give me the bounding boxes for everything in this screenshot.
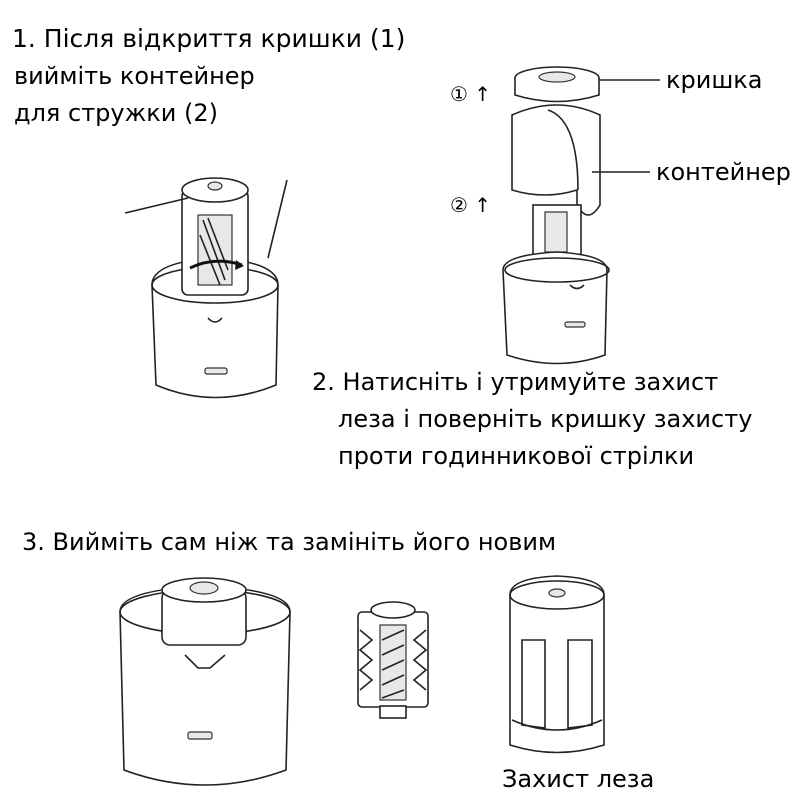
caption-blade-guard: Захист леза: [502, 765, 655, 793]
step2-line3: проти годинникової стрілки: [338, 442, 695, 470]
blade-illustration: [357, 601, 429, 719]
blade-guard-illustration: [509, 575, 605, 754]
callout-lid: кришка: [666, 66, 763, 94]
marker-step-2: ② ↑: [450, 193, 492, 217]
callout-container: контейнер: [656, 158, 791, 186]
marker-step-1: ① ↑: [450, 82, 492, 106]
step2-line1: 2. Натисніть і утримуйте захист: [312, 368, 719, 396]
sharpener-base-illustration: [119, 577, 291, 786]
step1-line1: 1. Після відкриття кришки (1): [12, 24, 406, 53]
sharpener-open-illustration: [124, 177, 288, 399]
step2-line2: леза і поверніть кришку захисту: [338, 405, 753, 433]
step3-line1: 3. Вийміть сам ніж та замініть його нови…: [22, 528, 557, 556]
sharpener-exploded-illustration: [502, 66, 660, 365]
step1-line2: вийміть контейнер: [14, 62, 255, 90]
step1-line3: для стружки (2): [14, 99, 218, 127]
